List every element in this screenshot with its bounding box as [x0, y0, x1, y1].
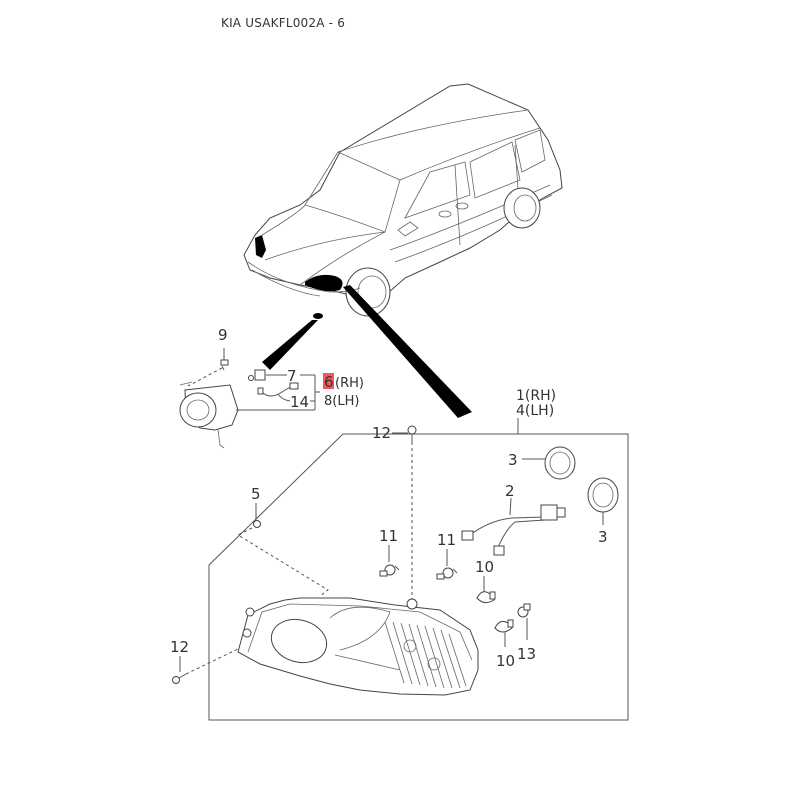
diagram-title: KIA USAKFL002A - 6	[221, 16, 346, 30]
part-10-bulb-bottom[interactable]	[494, 619, 514, 647]
part-11-bulb-left[interactable]	[379, 545, 400, 577]
fog-lamp-group	[179, 348, 320, 449]
part-12-bolt-top[interactable]	[392, 425, 417, 602]
callout-11-right[interactable]: 11	[437, 531, 456, 549]
part-3-cap-right[interactable]	[587, 477, 619, 525]
callout-3-left[interactable]: 3	[508, 451, 518, 469]
callout-10-bottom[interactable]: 10	[496, 652, 515, 670]
callout-4[interactable]: 4(LH)	[516, 403, 554, 419]
part-12-bolt-bottom[interactable]	[172, 647, 241, 684]
part-2-wiring-harness[interactable]	[461, 497, 566, 556]
part-11-bulb-right[interactable]	[436, 549, 458, 580]
callout-9[interactable]: 9	[218, 326, 228, 344]
callout-13[interactable]: 13	[517, 645, 536, 663]
callout-7[interactable]: 7	[287, 367, 297, 385]
foglamp-highlight	[313, 313, 323, 319]
callout-10-top[interactable]: 10	[475, 558, 494, 576]
callout-6[interactable]: 6	[324, 373, 334, 391]
callout-2[interactable]: 2	[505, 482, 515, 500]
part-1-headlamp-assembly[interactable]	[237, 597, 479, 696]
headlamp-highlight-right	[305, 274, 343, 292]
callout-11-left[interactable]: 11	[379, 527, 398, 545]
callout-6-highlight	[323, 373, 334, 389]
headlamp-group-frame	[208, 433, 629, 721]
headlamp-highlight-left	[255, 235, 266, 258]
callout-5[interactable]: 5	[251, 485, 261, 503]
part-3-cap-left[interactable]	[522, 446, 576, 480]
vehicle-illustration	[243, 83, 563, 319]
callout-12-top[interactable]: 12	[372, 424, 391, 442]
callout-12-bottom[interactable]: 12	[170, 638, 189, 656]
callout-8[interactable]: 8(LH)	[324, 394, 359, 409]
part-5-nut[interactable]	[236, 503, 329, 597]
part-7-bulb[interactable]	[248, 369, 266, 381]
part-14-wiring[interactable]	[257, 382, 299, 397]
callout-1[interactable]: 1(RH)	[516, 388, 556, 404]
leader-wedge-foglamp	[262, 320, 318, 370]
part-13-socket[interactable]	[517, 603, 531, 640]
part-9-screw[interactable]	[187, 348, 229, 387]
leader-wedge-headlamp	[343, 285, 472, 418]
callout-6-side: (RH)	[335, 376, 364, 391]
callout-14[interactable]: 14	[290, 393, 309, 411]
callout-3-right[interactable]: 3	[598, 528, 608, 546]
part-10-bulb-top[interactable]	[476, 576, 496, 604]
